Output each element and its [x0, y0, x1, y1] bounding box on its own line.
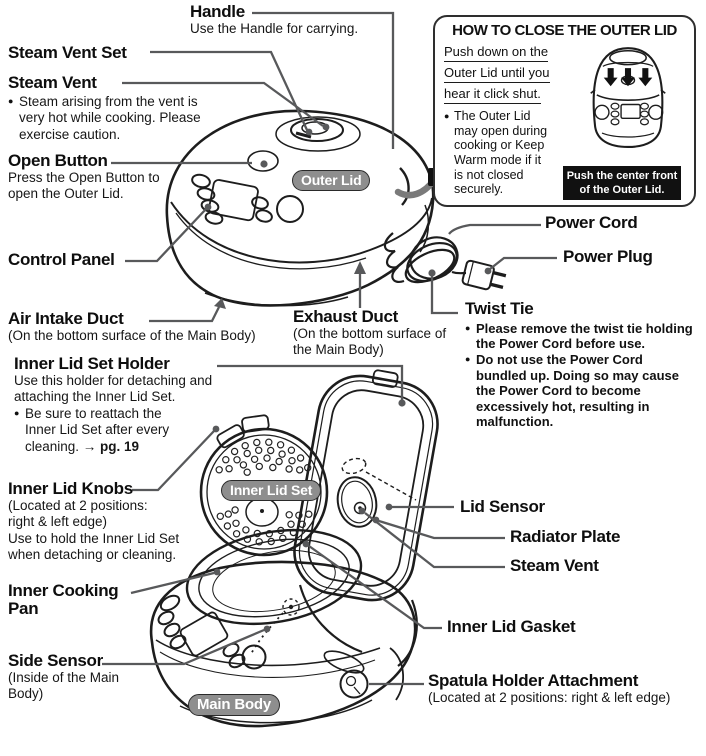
power-cord-title: Power Cord	[545, 213, 638, 232]
control-panel-title: Control Panel	[8, 250, 115, 269]
label-lid-sensor: Lid Sensor	[460, 498, 545, 516]
inner-lid-set-holder-title: Inner Lid Set Holder	[14, 354, 170, 373]
inset-caption: Push the center front of the Outer Lid.	[563, 166, 681, 200]
inner-lid-set-pill: Inner Lid Set	[221, 480, 322, 501]
label-side-sensor: Side Sensor (Inside of the Main Body)	[8, 651, 120, 702]
label-control-panel: Control Panel	[8, 251, 115, 269]
steam-vent-set-title: Steam Vent Set	[8, 43, 127, 62]
steam-vent-lower-title: Steam Vent	[510, 556, 599, 575]
inner-lid-gasket-title: Inner Lid Gasket	[447, 617, 576, 636]
label-open-button: Open Button Press the Open Button to ope…	[8, 151, 160, 202]
label-power-plug: Power Plug	[563, 248, 653, 266]
bullet-icon: ●	[465, 354, 471, 365]
label-steam-vent: Steam Vent ● Steam arising from the vent…	[8, 73, 201, 142]
radiator-plate-shape	[336, 476, 378, 528]
label-exhaust-duct: Exhaust Duct (On the bottom surface of t…	[293, 307, 447, 358]
spatula-holder-shape	[339, 669, 369, 699]
how-to-close-outer-lid-box: HOW TO CLOSE THE OUTER LID Push down on …	[433, 15, 696, 207]
inset-cooker-illustration	[590, 47, 666, 149]
label-spatula-holder: Spatula Holder Attachment (Located at 2 …	[428, 671, 671, 705]
open-button-shape	[247, 150, 279, 172]
open-lid-shape	[293, 369, 439, 602]
inset-instruction-text: Push down on the Outer Lid until you hea…	[444, 44, 566, 107]
inner-lid-knobs-title: Inner Lid Knobs	[8, 479, 133, 498]
handle-desc: Use the Handle for carrying.	[190, 20, 359, 36]
label-handle: Handle Use the Handle for carrying.	[190, 3, 358, 37]
label-inner-lid-set-holder: Inner Lid Set Holder Use this holder for…	[14, 354, 213, 454]
power-plug-title: Power Plug	[563, 247, 653, 266]
air-intake-duct-title: Air Intake Duct	[8, 309, 124, 328]
bullet-icon: ●	[14, 407, 20, 418]
spatula-holder-title: Spatula Holder Attachment	[428, 671, 639, 690]
radiator-plate-title: Radiator Plate	[510, 527, 621, 546]
power-cord-illustration	[383, 232, 507, 291]
label-inner-cooking-pan: Inner Cooking Pan	[8, 581, 119, 618]
label-steam-vent-set: Steam Vent Set	[8, 44, 127, 62]
push-down-arrows	[603, 68, 653, 87]
main-body-shape	[149, 560, 417, 728]
bullet-icon: ●	[465, 322, 471, 333]
label-steam-vent-lower: Steam Vent	[510, 557, 599, 575]
leader-lines	[102, 11, 557, 686]
inset-warning-bullet: ● The Outer Lid may open during cooking …	[444, 109, 548, 197]
inner-cooking-pan-shape	[185, 528, 363, 655]
twist-tie-title: Twist Tie	[465, 299, 534, 318]
power-plug-shape	[461, 259, 507, 291]
label-air-intake-duct: Air Intake Duct (On the bottom surface o…	[8, 309, 256, 343]
main-body-pill: Main Body	[188, 694, 281, 716]
exhaust-duct-title: Exhaust Duct	[293, 307, 399, 326]
open-button-title: Open Button	[8, 151, 108, 170]
label-twist-tie: Twist Tie ● Please remove the twist tie …	[465, 299, 693, 430]
control-panel-shapes	[191, 173, 304, 225]
inset-title: HOW TO CLOSE THE OUTER LID	[452, 22, 677, 39]
lid-sensor-title: Lid Sensor	[460, 497, 545, 516]
open-cooker-illustration	[149, 369, 439, 728]
label-radiator-plate: Radiator Plate	[510, 528, 620, 546]
bullet-icon: ●	[8, 95, 14, 106]
outer-lid-pill: Outer Lid	[292, 170, 371, 191]
steam-vent-title: Steam Vent	[8, 73, 97, 92]
side-sensor-title: Side Sensor	[8, 651, 103, 670]
label-inner-lid-knobs: Inner Lid Knobs (Located at 2 positions:…	[8, 479, 180, 563]
label-power-cord: Power Cord	[545, 213, 638, 232]
label-inner-lid-gasket: Inner Lid Gasket	[447, 617, 576, 636]
handle-title: Handle	[190, 2, 245, 21]
bullet-icon: ●	[444, 111, 450, 121]
